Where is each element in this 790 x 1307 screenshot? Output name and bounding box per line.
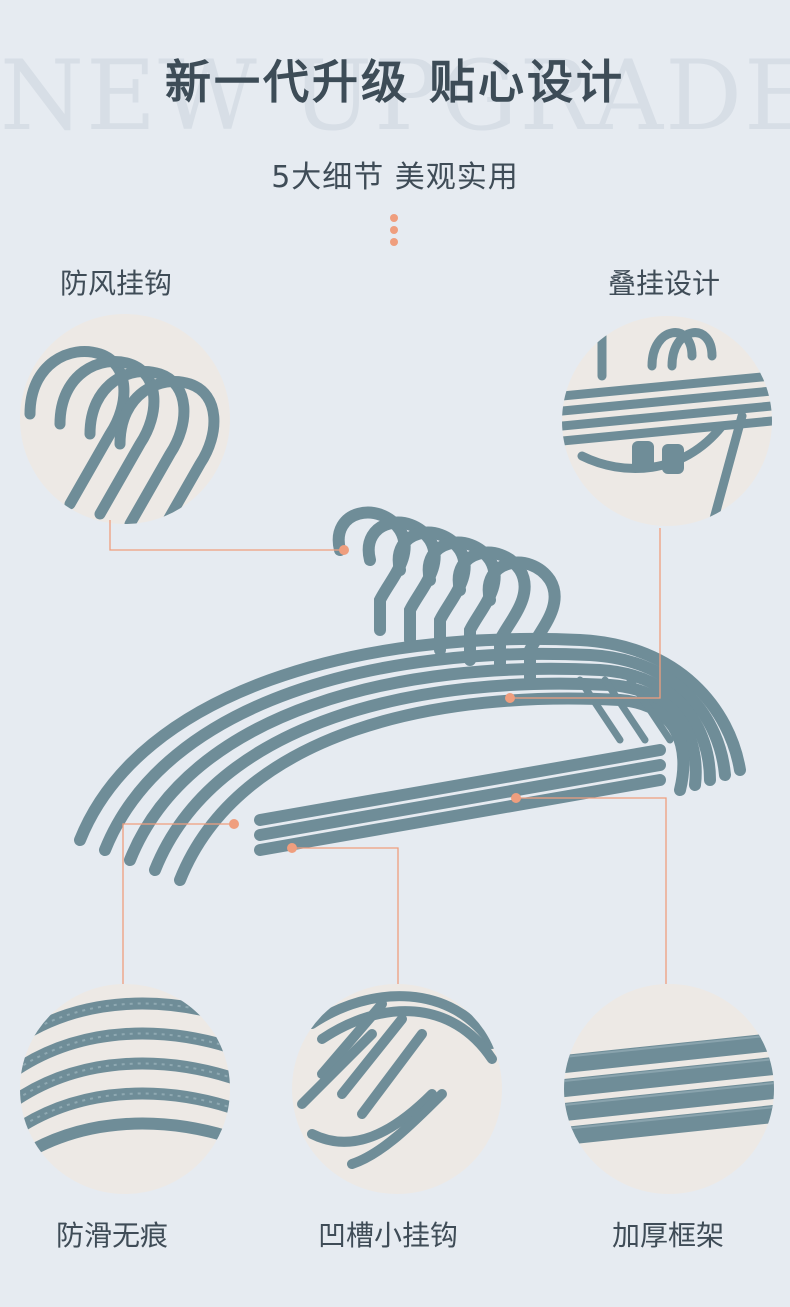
detail-image-anti-slip: [20, 984, 230, 1194]
feature-label-thick-frame: 加厚框架: [612, 1219, 725, 1252]
detail-image-thick-frame: [564, 984, 774, 1194]
feature-label-stack-design: 叠挂设计: [608, 267, 721, 300]
detail-image-windproof-hook: [20, 314, 230, 524]
decorative-dots: [390, 214, 400, 250]
watermark-text: NEW UPGRADE: [0, 40, 790, 152]
feature-label-windproof-hook: 防风挂钩: [60, 267, 173, 300]
feature-label-anti-slip: 防滑无痕: [56, 1219, 169, 1252]
detail-image-stack-design: [562, 316, 772, 526]
detail-image-groove-hook: [292, 984, 502, 1194]
hanger-stack-image: [60, 490, 760, 890]
feature-label-groove-hook: 凹槽小挂钩: [318, 1219, 459, 1252]
page-title: 新一代升级 贴心设计: [164, 55, 625, 109]
page-subtitle: 5大细节 美观实用: [271, 160, 519, 195]
